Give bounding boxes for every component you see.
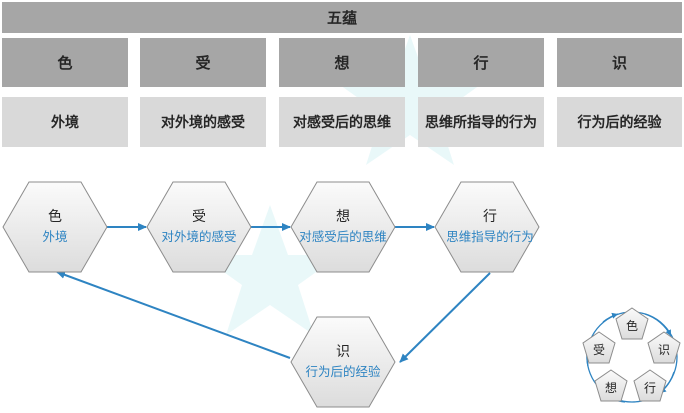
hex-shou: [146, 181, 252, 273]
node-shou: 受 对外境的感受: [147, 207, 251, 247]
cycle-arrow: [602, 312, 619, 323]
hex-shi: [290, 316, 396, 408]
table-desc-xiang: 对感受后的思维: [279, 97, 405, 147]
table-head-se: 色: [2, 38, 128, 87]
node-title: 色: [48, 209, 62, 225]
table-desc-xing: 思维所指导的行为: [418, 97, 544, 147]
hex-xiang: [290, 181, 396, 273]
table-head-shi: 识: [557, 38, 682, 87]
node-title: 行: [483, 209, 497, 225]
node-xiang: 想 对感受后的思维: [286, 207, 400, 247]
node-subtitle: 行为后的经验: [305, 364, 381, 379]
node-subtitle: 对外境的感受: [161, 229, 237, 244]
pentagon-xiang: [594, 369, 628, 402]
cycle-label-shi: 识: [657, 343, 670, 357]
cycle-label-shou: 受: [592, 343, 605, 357]
cycle-arrow: [644, 313, 672, 337]
table-desc-shou: 对外境的感受: [140, 97, 266, 147]
node-title: 受: [192, 209, 206, 225]
table-title: 五蕴: [2, 2, 682, 33]
node-subtitle: 外境: [42, 229, 68, 244]
cycle-label-se: 色: [625, 319, 638, 333]
hex-se: [2, 181, 108, 273]
table-desc-se: 外境: [2, 97, 128, 147]
node-shi: 识 行为后的经验: [291, 342, 395, 382]
node-subtitle: 对感受后的思维: [299, 229, 387, 244]
table-head-xing: 行: [418, 38, 544, 87]
node-title: 想: [336, 209, 350, 225]
table-head-shou: 受: [140, 38, 266, 87]
table-head-xiang: 想: [279, 38, 405, 87]
watermark-star-icon: [340, 35, 480, 165]
pentagon-xing: [633, 369, 667, 402]
watermark-star-icon: [200, 205, 340, 335]
arrow-shi-to-se: [56, 271, 291, 359]
pentagon-se: [615, 307, 649, 340]
cycle-label-xing: 行: [643, 381, 656, 395]
hex-xing: [434, 181, 540, 273]
cycle-label-xiang: 想: [604, 381, 617, 395]
node-se: 色 外境: [3, 207, 107, 247]
node-subtitle: 思维指导的行为: [446, 229, 534, 244]
arrow-xing-to-shi: [399, 272, 491, 363]
node-xing: 行 思维指导的行为: [430, 207, 550, 247]
node-title: 识: [336, 344, 350, 360]
pentagon-shi: [647, 331, 681, 364]
table-desc-shi: 行为后的经验: [557, 97, 682, 147]
pentagon-shou: [582, 331, 616, 364]
